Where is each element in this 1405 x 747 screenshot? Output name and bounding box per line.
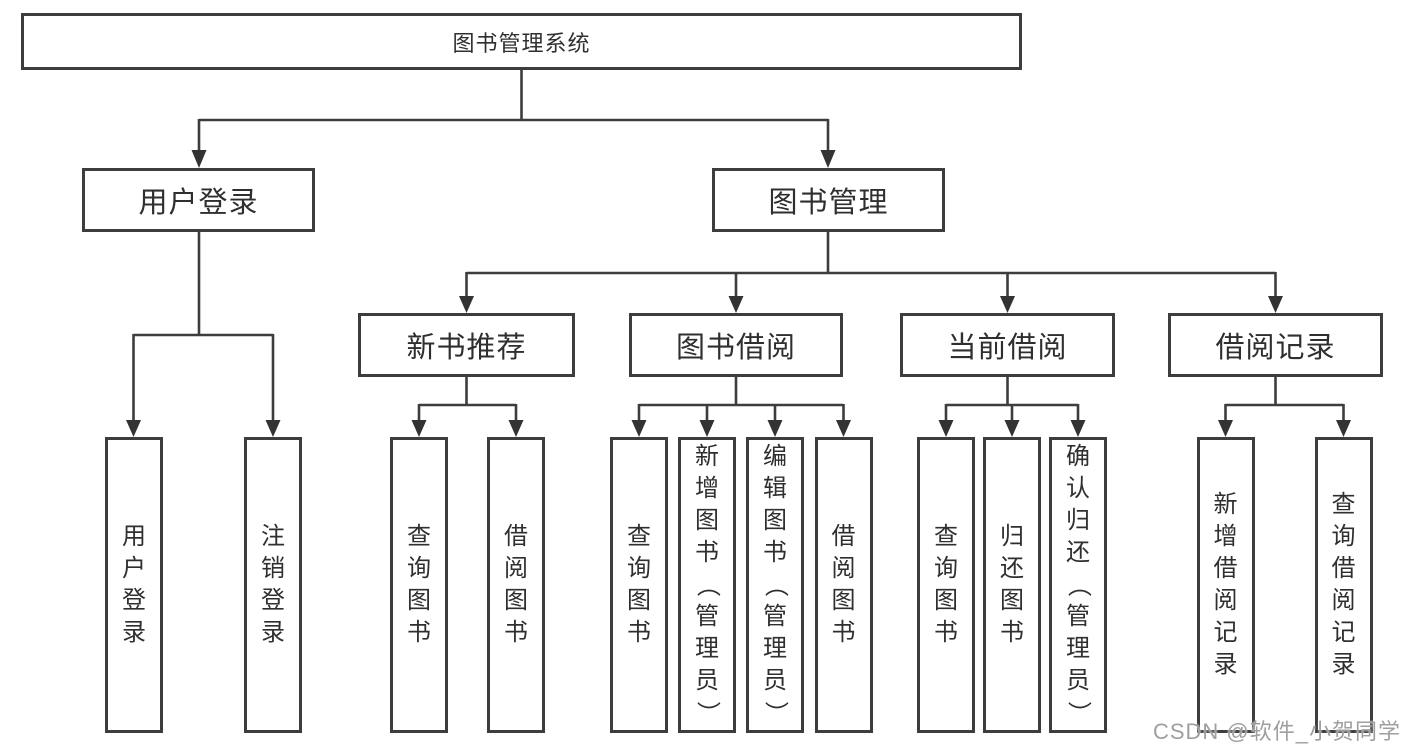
leaf-edit-book-admin-label: 编辑图书（管理员）	[762, 443, 789, 725]
node-user-login-label: 用户登录	[138, 187, 259, 219]
leaf-add-book-admin: 新增图书（管理员）	[678, 437, 736, 733]
leaf-return-book: 归还图书	[983, 437, 1041, 733]
leaf-borrow-books-borrow-label: 借阅图书	[831, 523, 856, 646]
leaf-user-login: 用户登录	[105, 437, 163, 733]
leaf-query-books-recommend: 查询图书	[390, 437, 448, 733]
leaf-query-borrow-record-label: 查询借阅记录	[1331, 491, 1356, 678]
leaf-return-book-label: 归还图书	[1000, 523, 1024, 646]
node-new-book-recommend-label: 新书推荐	[406, 332, 527, 364]
node-root: 图书管理系统	[21, 13, 1022, 70]
leaf-logout: 注销登录	[244, 437, 302, 733]
leaf-query-books-borrow-label: 查询图书	[627, 523, 651, 646]
watermark: CSDN @软件_小贺同学	[1152, 719, 1401, 744]
node-current-borrow: 当前借阅	[900, 313, 1115, 377]
node-book-borrow: 图书借阅	[629, 313, 843, 377]
leaf-confirm-return-admin-label: 确认归还（管理员）	[1065, 443, 1092, 725]
node-book-management-label: 图书管理	[768, 187, 889, 219]
node-current-borrow-label: 当前借阅	[947, 332, 1068, 364]
node-book-management: 图书管理	[712, 168, 945, 232]
arrowhead-icons	[126, 150, 1351, 437]
leaf-confirm-return-admin: 确认归还（管理员）	[1049, 437, 1107, 733]
leaf-query-books-borrow: 查询图书	[610, 437, 668, 733]
leaf-add-borrow-record: 新增借阅记录	[1196, 437, 1255, 733]
leaf-query-books-recommend-label: 查询图书	[407, 523, 431, 646]
node-borrow-records: 借阅记录	[1168, 313, 1383, 377]
leaf-user-login-label: 用户登录	[122, 523, 146, 646]
leaf-query-books-current-label: 查询图书	[934, 523, 958, 646]
leaf-query-borrow-record: 查询借阅记录	[1314, 437, 1373, 733]
leaf-borrow-books-recommend-label: 借阅图书	[504, 523, 528, 646]
node-book-borrow-label: 图书借阅	[675, 332, 796, 364]
node-new-book-recommend: 新书推荐	[358, 313, 575, 377]
node-root-label: 图书管理系统	[452, 30, 591, 56]
leaf-add-book-admin-label: 新增图书（管理员）	[694, 443, 721, 725]
leaf-borrow-books-recommend: 借阅图书	[487, 437, 545, 733]
leaf-logout-label: 注销登录	[261, 523, 285, 646]
node-user-login: 用户登录	[82, 168, 315, 232]
leaf-edit-book-admin: 编辑图书（管理员）	[746, 437, 804, 733]
leaf-query-books-current: 查询图书	[917, 437, 975, 733]
leaf-borrow-books-borrow: 借阅图书	[814, 437, 873, 733]
node-borrow-records-label: 借阅记录	[1215, 332, 1336, 364]
leaf-add-borrow-record-label: 新增借阅记录	[1213, 491, 1238, 678]
